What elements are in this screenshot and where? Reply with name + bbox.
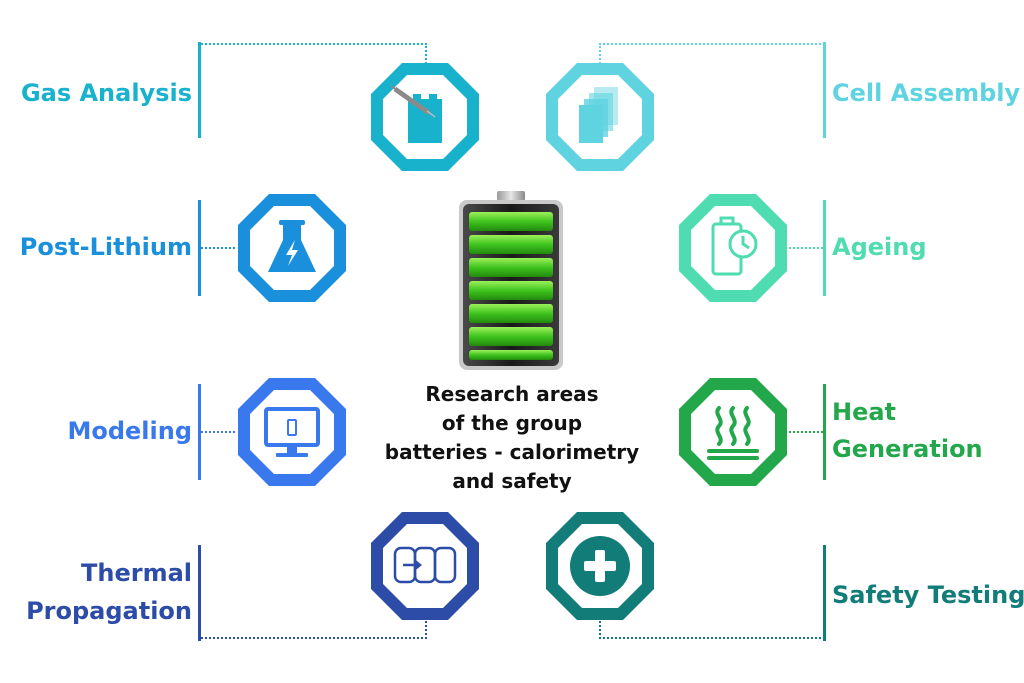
connector-modeling	[201, 431, 235, 433]
octagon-modeling	[236, 376, 348, 488]
label-ageing: Ageing	[832, 233, 927, 261]
octagon-gas-analysis	[369, 61, 481, 173]
bar-heat-generation	[823, 384, 826, 480]
label-gas-analysis: Gas Analysis	[20, 79, 192, 107]
cells-arrow-icon	[393, 546, 457, 584]
center-caption: Research areas of the group batteries - …	[362, 380, 662, 496]
octagon-post-lithium	[236, 192, 348, 304]
bar-gas-analysis	[198, 42, 201, 138]
connector-ageing	[789, 247, 823, 249]
connector-gas-analysis	[201, 43, 427, 67]
center-caption-line-2: of the group	[441, 411, 583, 435]
monitor-battery-icon	[264, 407, 320, 457]
label-post-lithium: Post-Lithium	[19, 233, 192, 261]
octagon-heat-generation	[677, 376, 789, 488]
bar-safety-testing	[823, 545, 826, 641]
battery-syringe-icon	[390, 85, 442, 143]
center-caption-line-3: batteries - calorimetry	[384, 440, 640, 464]
bar-cell-assembly	[823, 42, 826, 138]
connector-thermal-propagation	[201, 617, 427, 639]
label-thermal-propagation-2: Propagation	[26, 597, 192, 625]
bar-modeling	[198, 384, 201, 480]
connector-cell-assembly	[599, 43, 825, 67]
label-thermal-propagation-1: Thermal	[81, 559, 192, 587]
bar-ageing	[823, 200, 826, 296]
label-heat-generation-2: Generation	[832, 435, 983, 463]
battery-icon	[455, 188, 567, 373]
octagon-ageing	[677, 192, 789, 304]
center-caption-line-1: Research areas	[425, 382, 599, 406]
octagon-cell-assembly	[544, 61, 656, 173]
connector-post-lithium	[201, 247, 235, 249]
connector-safety-testing	[599, 617, 825, 639]
battery-clock-icon	[711, 216, 758, 276]
octagon-thermal-propagation	[369, 510, 481, 622]
octagon-safety-testing	[544, 510, 656, 622]
label-heat-generation-1: Heat	[832, 398, 897, 426]
label-modeling: Modeling	[67, 417, 192, 445]
label-safety-testing: Safety Testing	[832, 581, 1024, 609]
bar-thermal-propagation	[198, 545, 201, 641]
flask-lightning-icon	[268, 220, 316, 272]
center-caption-line-4: and safety	[452, 469, 572, 493]
bar-post-lithium	[198, 200, 201, 296]
plus-circle-icon	[570, 536, 630, 596]
connector-heat-generation	[789, 431, 823, 433]
stacked-sheets-icon	[579, 87, 618, 143]
label-cell-assembly: Cell Assembly	[832, 79, 1021, 107]
heat-waves-icon	[707, 406, 759, 460]
